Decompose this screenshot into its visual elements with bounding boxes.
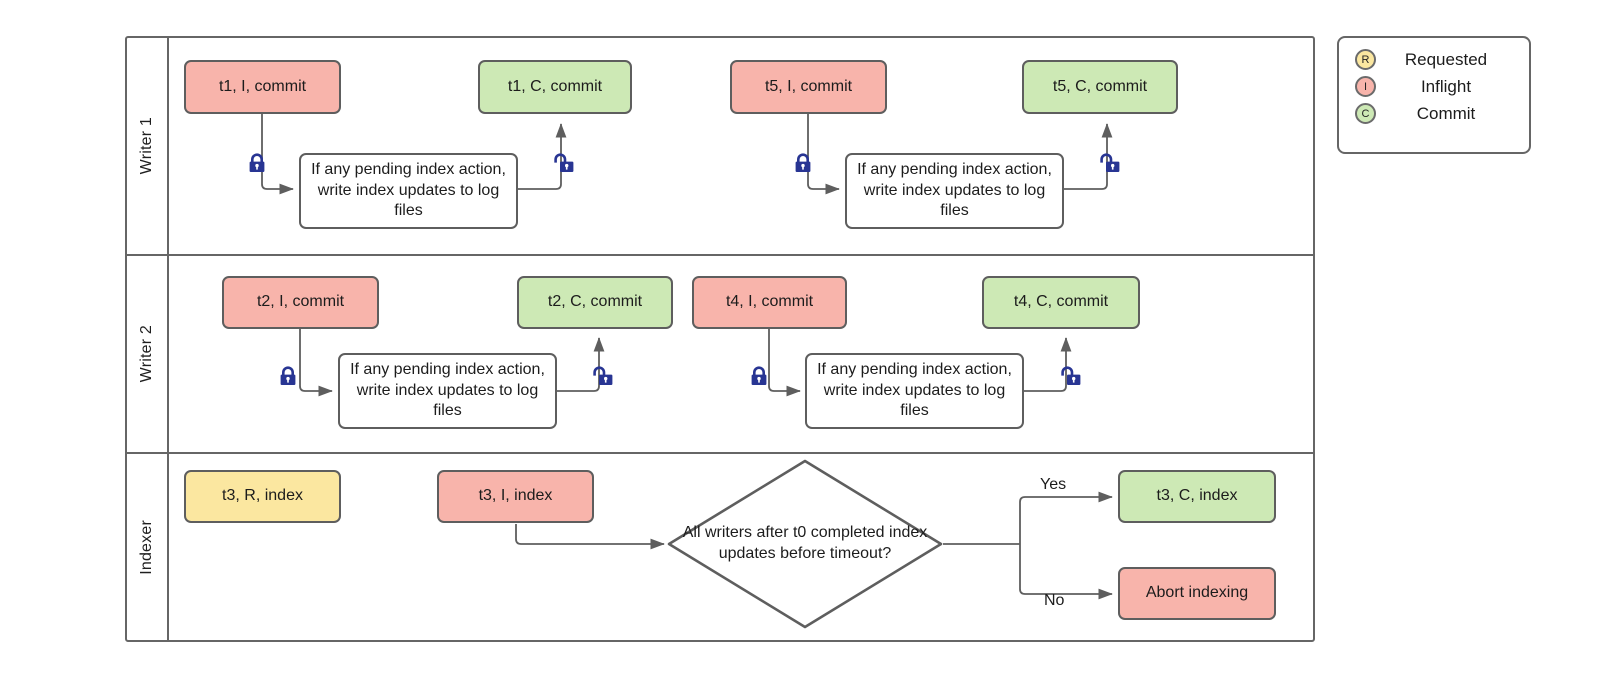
edge-label-no: No [1044,592,1065,609]
legend-label-requested: Requested [1404,49,1488,69]
legend-item-inflight: I Inflight [1355,73,1529,100]
node-ix-t3-commit[interactable]: t3, C, index [1118,470,1276,523]
node-w2-index-action-1[interactable]: If any pending index action, write index… [338,353,557,429]
node-w2-t2-commit[interactable]: t2, C, commit [517,276,673,329]
lock-open-icon [553,152,575,174]
node-w1-t5-commit[interactable]: t5, C, commit [1022,60,1178,114]
badge-requested-icon: R [1355,49,1376,70]
swimlane-writer-2: Writer 2 [127,254,1313,452]
lock-closed-icon [246,152,268,174]
node-w1-t1-inflight[interactable]: t1, I, commit [184,60,341,114]
lock-closed-icon [277,365,299,387]
node-w2-t4-commit[interactable]: t4, C, commit [982,276,1140,329]
lock-closed-icon [792,152,814,174]
node-w1-t1-commit[interactable]: t1, C, commit [478,60,632,114]
badge-commit-icon: C [1355,103,1376,124]
node-ix-decision[interactable]: All writers after t0 completed index upd… [666,458,944,630]
swimlane-label-writer-1: Writer 1 [138,117,155,175]
node-w2-t4-inflight[interactable]: t4, I, commit [692,276,847,329]
swimlane-label-indexer: Indexer [138,520,155,575]
swimlane-label-writer-2: Writer 2 [138,325,155,383]
swimlane-header-writer-1: Writer 1 [127,38,169,254]
node-ix-t3-requested[interactable]: t3, R, index [184,470,341,523]
legend-item-commit: C Commit [1355,100,1529,127]
node-w1-t5-inflight[interactable]: t5, I, commit [730,60,887,114]
swimlane-frame: Writer 1 Writer 2 Indexer [125,36,1315,642]
legend-panel: R Requested I Inflight C Commit [1337,36,1531,154]
edge-label-yes: Yes [1040,476,1067,493]
badge-inflight-icon: I [1355,76,1376,97]
swimlane-indexer: Indexer [127,452,1313,641]
node-ix-t3-inflight[interactable]: t3, I, index [437,470,594,523]
node-w2-t2-inflight[interactable]: t2, I, commit [222,276,379,329]
lock-open-icon [1099,152,1121,174]
node-ix-abort[interactable]: Abort indexing [1118,567,1276,620]
node-w1-index-action-1[interactable]: If any pending index action, write index… [299,153,518,229]
legend-item-requested: R Requested [1355,46,1529,73]
swimlane-header-indexer: Indexer [127,454,169,641]
swimlane-header-writer-2: Writer 2 [127,256,169,452]
node-w2-index-action-2[interactable]: If any pending index action, write index… [805,353,1024,429]
swimlane-writer-1: Writer 1 [127,38,1313,254]
legend-label-commit: Commit [1416,103,1476,123]
lock-open-icon [1060,365,1082,387]
lock-closed-icon [748,365,770,387]
node-w1-index-action-2[interactable]: If any pending index action, write index… [845,153,1064,229]
legend-label-inflight: Inflight [1420,76,1472,96]
lock-open-icon [592,365,614,387]
